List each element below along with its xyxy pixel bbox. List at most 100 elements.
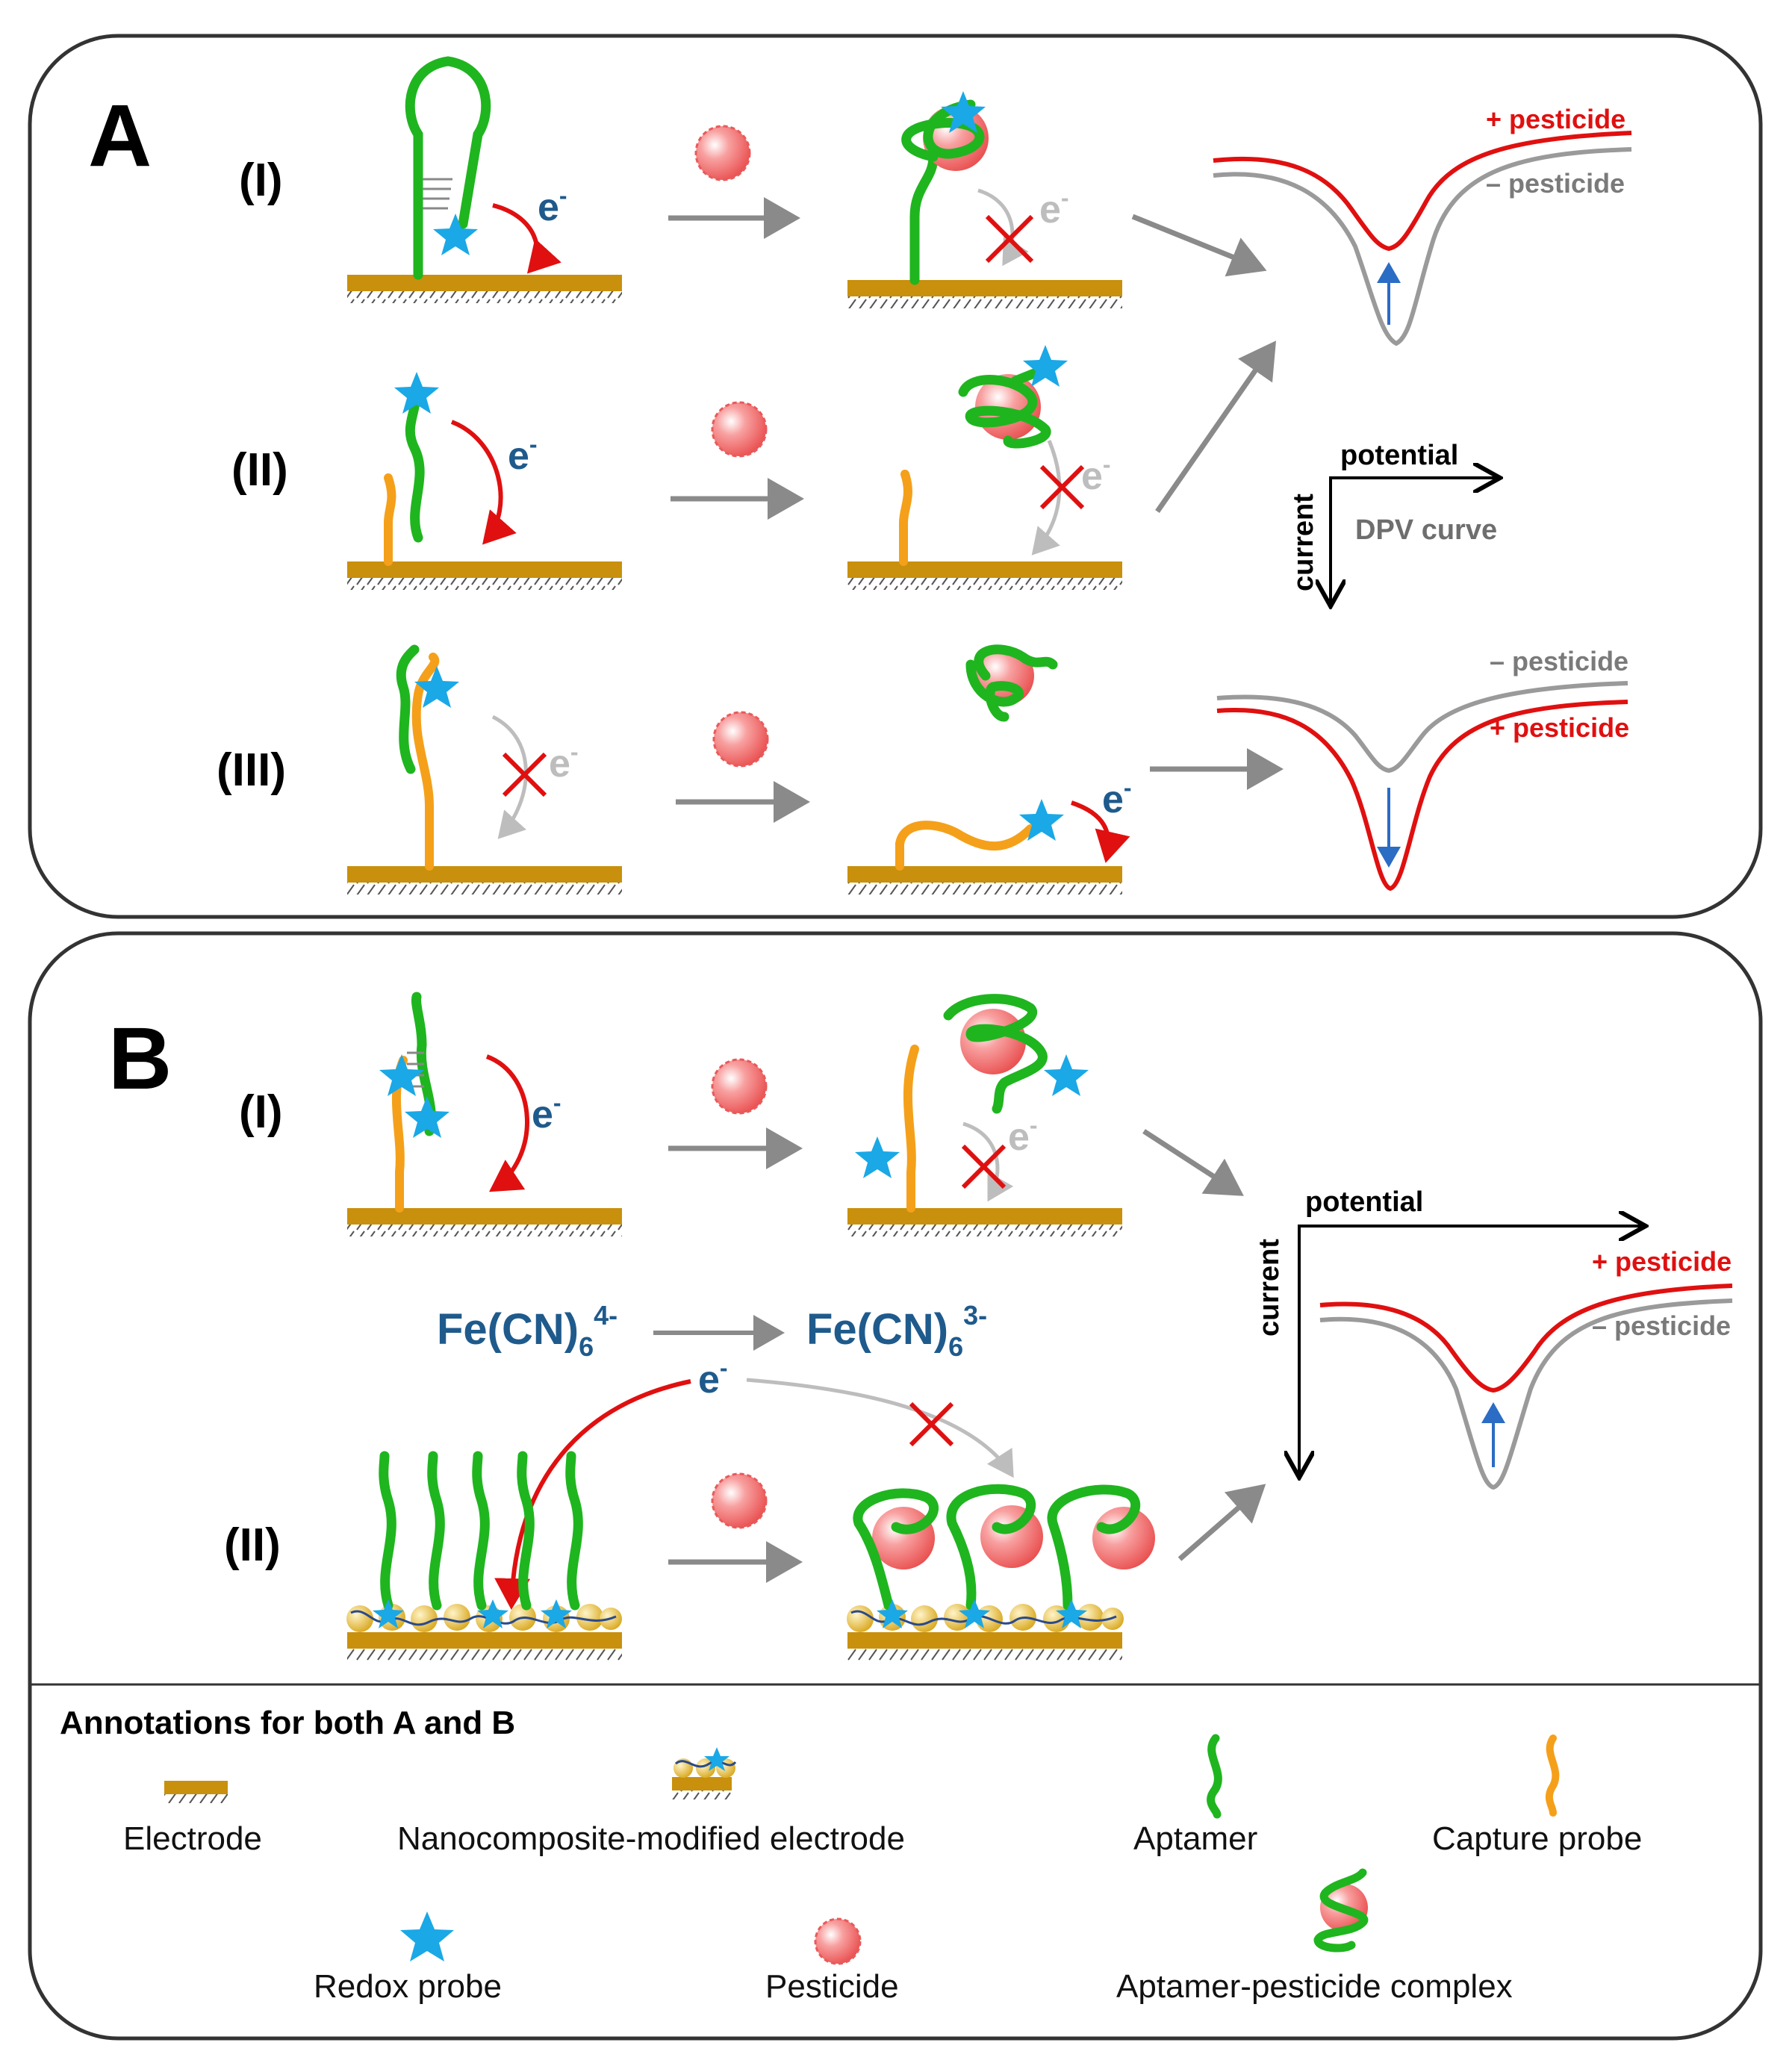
legend-nanocomposite: Nanocomposite-modified electrode [397, 1747, 905, 1857]
result-arrow-b1 [1142, 1129, 1244, 1196]
aptamer-strand-5 [565, 1451, 583, 1611]
panel-a-frame [28, 34, 1763, 919]
aptamer-strand [396, 644, 420, 774]
process-arrows [668, 197, 1284, 1583]
annotations-legend: Annotations for both A and B Electrode N… [60, 1705, 1642, 2005]
redox-probe-star [941, 91, 986, 133]
b1-right: e- [855, 994, 1089, 1213]
pesticides-free [694, 125, 769, 1529]
capture-probe [903, 1045, 919, 1213]
a2-right: e- [899, 345, 1111, 566]
a2-left: e- [384, 372, 538, 566]
a3-left: e- [396, 644, 579, 871]
electrode-b2-right [847, 1632, 1122, 1661]
pesticide-b1 [711, 1058, 768, 1115]
complex-label: Aptamer-pesticide complex [1116, 1968, 1513, 2005]
curve-minus-pesticide [1216, 681, 1628, 774]
electrode-b2-left [347, 1632, 622, 1661]
redox-probe-star [414, 666, 459, 708]
blocked-cross [502, 752, 547, 797]
plus-pesticide-label: + pesticide [1592, 1246, 1732, 1277]
nanocomposite-label: Nanocomposite-modified electrode [397, 1820, 905, 1857]
curve-minus-pesticide [1319, 1298, 1733, 1490]
blocked-electron-arrow [1031, 440, 1062, 556]
dpv-curve-b: potential current + pesticide – pesticid… [1254, 1186, 1733, 1490]
redox-probe-star [433, 214, 478, 255]
blocked-cross [909, 1401, 954, 1447]
capture-probe [384, 473, 396, 566]
electrode-a2-left [347, 561, 622, 590]
electron-transfer-arrow [494, 1379, 691, 1610]
capture-probe-icon [1545, 1734, 1560, 1817]
electrodes [347, 275, 1122, 1661]
redox-probe-star [405, 1096, 449, 1138]
redox-probe-icon [400, 1911, 454, 1961]
electron-transfer-arrow [1071, 800, 1130, 863]
redox-probe-label: Redox probe [314, 1968, 502, 2005]
bound-pesticide [960, 1009, 1026, 1074]
aptamer-complex-free [965, 644, 1058, 722]
electrode-b1-left [347, 1208, 622, 1236]
plus-pesticide-label: + pesticide [1486, 104, 1625, 134]
electron-label-blocked: e- [1008, 1112, 1038, 1159]
legend-aptamer: Aptamer [1133, 1734, 1257, 1857]
complex-aptamer-icon [1313, 1868, 1369, 1953]
current-axis-label: current [1288, 494, 1319, 591]
row-label-a1: (I) [239, 155, 283, 206]
legend-pesticide: Pesticide [765, 1917, 899, 2005]
electron-label: e- [538, 182, 567, 229]
aptamer-hairpin [405, 56, 491, 280]
curve-plus-pesticide [1319, 1284, 1733, 1393]
aptamer-tail [1010, 368, 1039, 386]
dpv-curve-a-bottom: – pesticide + pesticide [1216, 646, 1629, 892]
curve-plus-pesticide [1213, 131, 1632, 252]
aptamer-strand [405, 391, 425, 543]
ferricyanide-label: Fe(CN)63- [806, 1300, 987, 1362]
electron-label-blocked: e- [1039, 184, 1069, 231]
redox-probe-star [1023, 345, 1068, 387]
pesticide-label: Pesticide [765, 1968, 899, 2005]
aptamer-wrap [901, 99, 985, 162]
legend-aptamer-pesticide-complex: Aptamer-pesticide complex [1116, 1868, 1513, 2005]
electron-label-blocked: e- [549, 738, 579, 785]
minus-pesticide-label: – pesticide [1486, 168, 1625, 199]
electron-label: e- [508, 431, 538, 478]
b2-right-complexes [847, 1484, 1155, 1632]
electron-transfer-arrow [492, 203, 561, 274]
redox-probe-star [394, 372, 439, 414]
blocked-cross [1039, 464, 1085, 510]
result-arrow-a2 [1155, 340, 1276, 513]
panel-b-frame [28, 931, 1763, 2041]
electrode-a3-left [347, 866, 622, 895]
capture-probe [895, 821, 1035, 871]
redox-probe-star [541, 1599, 572, 1628]
potential-axis-label: potential [1340, 440, 1458, 471]
redox-probe-star [1044, 1054, 1089, 1096]
aptamer-strand-4 [517, 1451, 535, 1611]
legend-electrode: Electrode [123, 1781, 262, 1857]
dpv-curve-a-top: + pesticide – pesticide [1213, 104, 1632, 346]
minus-pesticide-label: – pesticide [1592, 1310, 1731, 1341]
row-label-b1: (I) [239, 1086, 283, 1138]
electrode-a1-left [347, 275, 622, 303]
minus-pesticide-label: – pesticide [1490, 646, 1628, 676]
electrode-a3-right [847, 866, 1122, 895]
a1-left-hairpin: e- [405, 56, 567, 280]
electron-transfer-arrow [450, 420, 517, 545]
pesticide-a3 [712, 711, 769, 768]
plus-pesticide-label: + pesticide [1490, 712, 1629, 743]
redox-probe-star [477, 1599, 508, 1628]
redox-probe-star [379, 1054, 424, 1096]
curve-minus-pesticide [1213, 147, 1632, 346]
a1-right-complex: e- [901, 91, 1069, 285]
aptamer-wrap-3 [1047, 1484, 1141, 1611]
blocked-electron-arrow [746, 1378, 1014, 1478]
legend-capture-probe: Capture probe [1432, 1734, 1642, 1857]
curve-plus-pesticide [1216, 700, 1628, 892]
redox-probe-star [1019, 799, 1064, 841]
electron-label: e- [532, 1089, 561, 1136]
blocked-cross [985, 214, 1034, 264]
aptamer-wrap-1 [853, 1488, 939, 1611]
aptamer-strand-2 [427, 1451, 445, 1611]
